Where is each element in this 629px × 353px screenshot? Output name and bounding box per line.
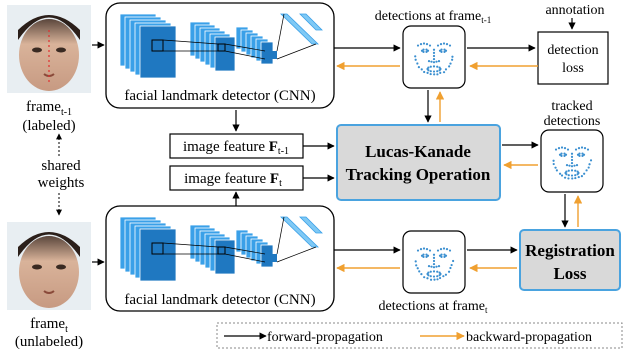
frame-top-label: framet-1 xyxy=(26,99,72,118)
detection-loss-box xyxy=(537,31,609,85)
tracked-label-line1: tracked xyxy=(551,99,592,114)
lk-box xyxy=(336,124,501,201)
registration-loss-line1: Registration xyxy=(525,241,615,260)
annotation-label: annotation xyxy=(545,3,604,18)
face-photo-bottom xyxy=(7,222,91,310)
face-photo-top xyxy=(7,5,91,93)
backward-arrows xyxy=(336,61,583,273)
legend-backward-label: backward-propagation xyxy=(466,330,592,345)
cnn-bottom-label: facial landmark detector (CNN) xyxy=(124,292,315,308)
registration-loss-box xyxy=(519,229,621,291)
shared-weights-line1: shared xyxy=(41,158,81,174)
landmark-dots-tracked xyxy=(552,146,593,180)
detection-loss-line2: loss xyxy=(562,61,584,76)
detections-bottom-label: detections at framet xyxy=(378,299,488,315)
landmark-dots-top xyxy=(414,42,454,76)
feature-curr-label: image feature Ft xyxy=(184,171,282,189)
frame-bottom-note: (unlabeled) xyxy=(15,334,83,350)
frame-bottom-label: framet xyxy=(30,316,68,335)
detection-loss-line1: detection xyxy=(547,43,598,58)
shared-weights-line2: weights xyxy=(38,175,85,191)
legend-box xyxy=(216,322,623,349)
legend-forward-label: forward-propagation xyxy=(267,330,383,345)
cnn-layers-top xyxy=(119,13,323,79)
registration-loss-line2: Loss xyxy=(553,264,586,283)
lk-title-line2: Tracking Operation xyxy=(346,165,491,184)
cnn-top-label: facial landmark detector (CNN) xyxy=(124,88,315,104)
detections-top-label: detections at framet-1 xyxy=(375,9,492,25)
landmark-dots-bottom xyxy=(414,247,455,281)
forward-arrows xyxy=(334,44,569,254)
tracked-label-line2: detections xyxy=(544,114,601,129)
cnn-layers-bottom xyxy=(119,216,323,282)
frame-top-note: (labeled) xyxy=(22,118,75,134)
feature-prev-label: image feature Ft-1 xyxy=(183,139,289,157)
lk-title-line1: Lucas-Kanade xyxy=(365,142,471,161)
